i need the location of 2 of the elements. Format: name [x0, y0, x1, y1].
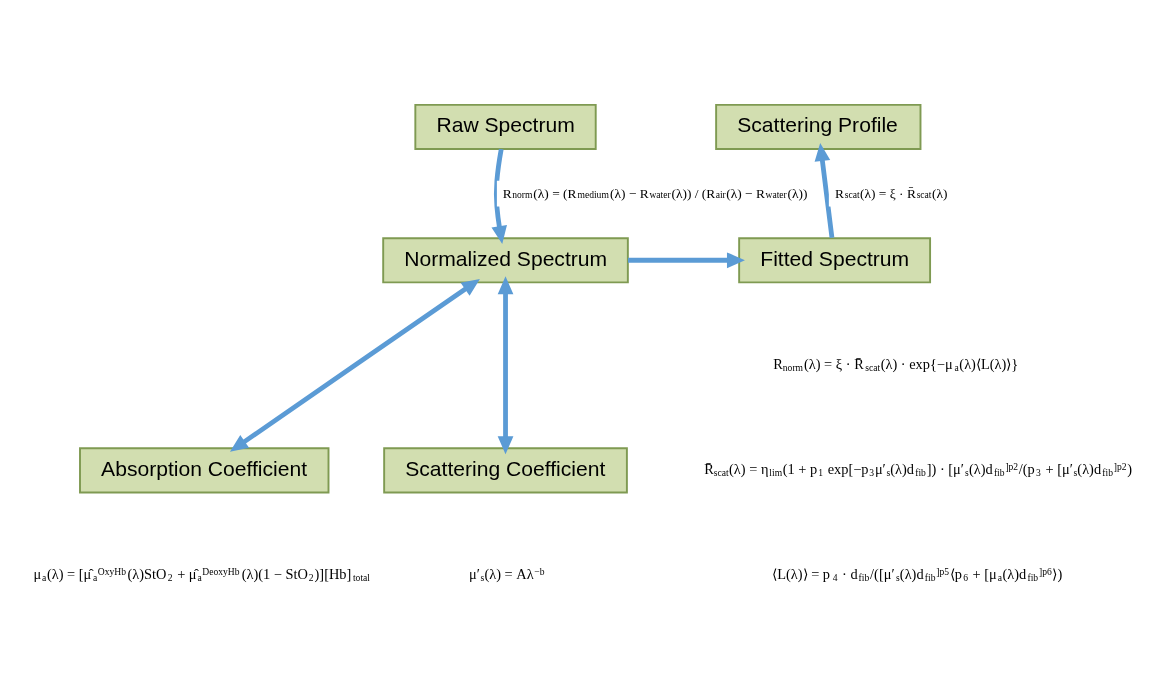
edge-label: Rnorm(λ) = (Rmedium(λ) − Rwater(λ)) / (Rair(λ) − Rwater(λ)) [502, 185, 808, 201]
edge-label: Rscat(λ) = ξ · R̄scat(λ) [835, 185, 948, 201]
